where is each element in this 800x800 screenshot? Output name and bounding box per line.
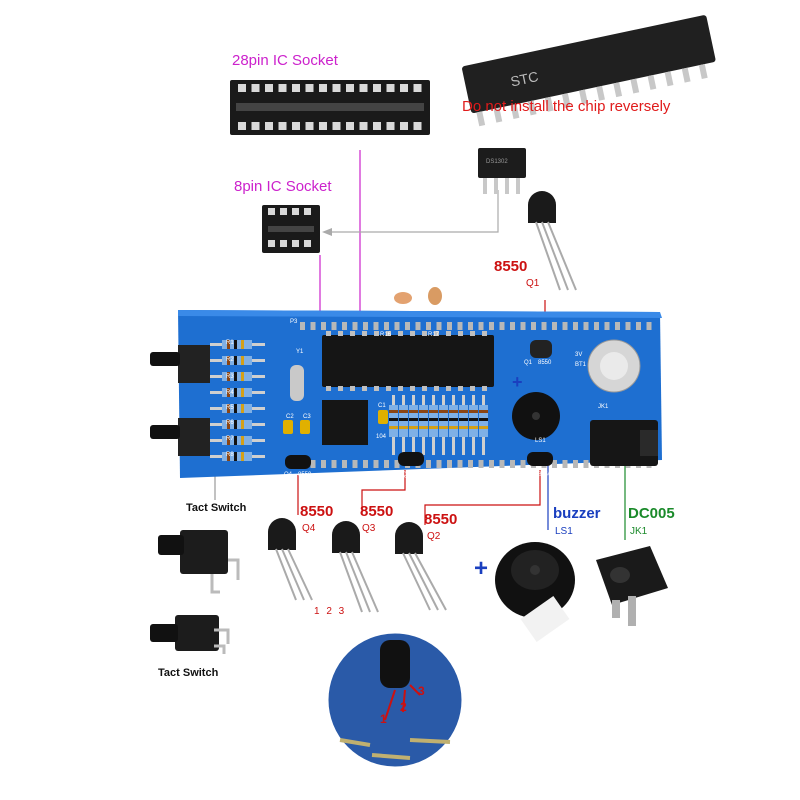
label-q1-part: 8550: [494, 258, 528, 275]
buzzer-image: [495, 542, 575, 642]
transistor-q4-image: [268, 518, 313, 601]
pcb-jk1: JK1: [598, 404, 609, 410]
leader-small-chip: [330, 190, 499, 233]
label-dc-ref: JK1: [630, 526, 648, 537]
label-pin-numbers: 1 2 3: [314, 606, 347, 617]
pcb-y1: Y1: [296, 349, 304, 355]
pcb-ls1: LS1: [535, 438, 546, 444]
pcb-q4: Q4: [284, 472, 293, 478]
closeup-photo-image: [325, 630, 465, 770]
label-buzzer-part: buzzer: [553, 505, 601, 522]
socket-28pin-image: [230, 80, 430, 135]
label-8pin-socket: 8pin IC Socket: [234, 178, 332, 195]
label-q3-ref: Q3: [362, 523, 376, 534]
pcb-q4-value: 8550: [298, 472, 312, 478]
closeup-pin-3: 3: [418, 684, 425, 698]
buzzer-plus-mark: +: [474, 555, 489, 582]
label-q1-ref: Q1: [526, 278, 540, 289]
pcb-board-image: [150, 287, 662, 478]
pcb-r16: R16: [380, 332, 392, 338]
stc-chip-image: STC: [462, 15, 716, 127]
pcb-104: 104: [376, 434, 387, 440]
socket-8pin-image: [262, 205, 320, 253]
pcb-c1: C1: [378, 403, 386, 409]
label-tact-top: Tact Switch: [186, 502, 247, 514]
label-q3-part: 8550: [360, 503, 394, 520]
label-q4-ref: Q4: [302, 523, 316, 534]
closeup-pin-1: 1: [380, 712, 387, 726]
label-dc-part: DC005: [628, 505, 675, 522]
pcb-r8: R8: [226, 452, 234, 458]
pcb-q2-value: 8550: [538, 472, 552, 478]
pcb-bt1: BT1: [575, 362, 587, 368]
label-q2-part: 8550: [424, 511, 458, 528]
small-chip-text: DS1302: [486, 159, 508, 165]
closeup-pin-2: 2: [400, 700, 407, 714]
pcb-q3: Q3: [402, 472, 411, 478]
pcb-q1-value: 8550: [538, 360, 552, 366]
pcb-p3: P3: [290, 319, 298, 325]
pcb-c3: C3: [303, 414, 311, 420]
pcb-q2: Q2: [524, 472, 533, 478]
board-buzzer-plus-mark: +: [512, 372, 523, 392]
leader-q3: [361, 470, 406, 515]
pcb-q1: Q1: [524, 360, 533, 366]
dc-jack-image: [596, 546, 668, 626]
pcb-r2: R2: [226, 357, 234, 363]
pcb-r4: R4: [226, 390, 234, 396]
pcb-c2: C2: [286, 414, 294, 420]
pcb-q3-value: 8550: [416, 472, 430, 478]
label-buzzer-ref: LS1: [555, 526, 573, 537]
pcb-r5: R5: [226, 405, 234, 411]
pcb-r17: R17: [428, 332, 440, 338]
label-28pin-socket: 28pin IC Socket: [232, 52, 338, 69]
leader-q2: [424, 470, 541, 525]
tact-switch-top-image: [158, 530, 240, 594]
stc-brand-text: STC: [509, 68, 540, 89]
pcb-r1: R1: [226, 340, 234, 346]
tact-switch-bottom-image: [150, 615, 230, 654]
label-tact-bottom: Tact Switch: [158, 667, 219, 679]
small-chip-image: DS1302: [478, 148, 526, 194]
label-q2-ref: Q2: [427, 531, 441, 542]
pcb-3v: 3V: [575, 352, 583, 358]
label-q4-part: 8550: [300, 503, 334, 520]
transistor-q1-image: [528, 191, 577, 291]
pcb-r7: R7: [226, 436, 234, 442]
pcb-r3: R3: [226, 374, 234, 380]
pcb-r6: R6: [226, 420, 234, 426]
label-chip-warning: Do not install the chip reversely: [462, 98, 671, 115]
transistor-q2-image: [395, 522, 447, 611]
transistor-q3-image: [332, 521, 379, 613]
